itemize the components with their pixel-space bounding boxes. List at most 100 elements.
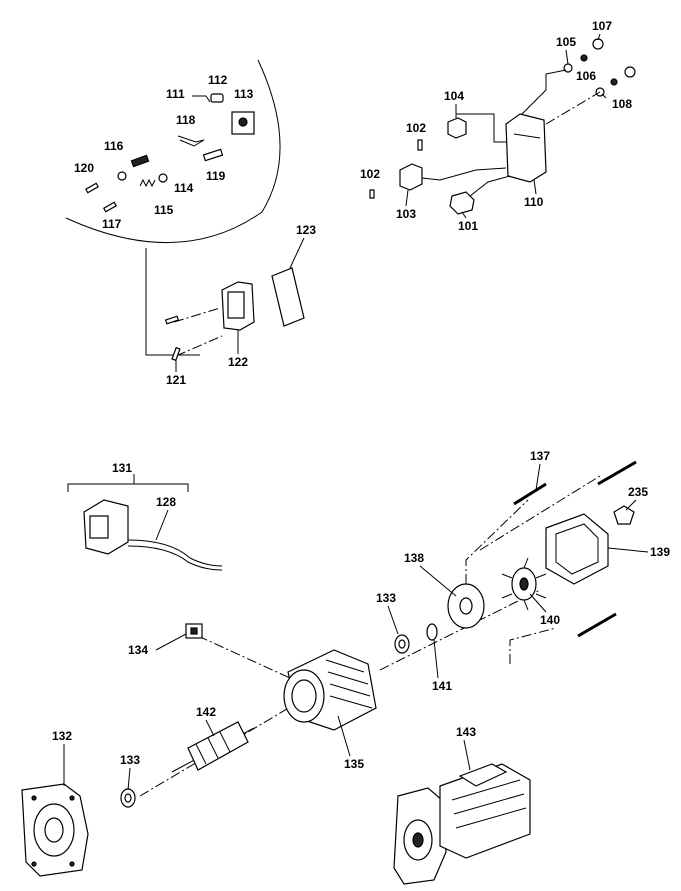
gland-leader-upper: [521, 69, 567, 115]
callout-112: 112: [208, 73, 228, 87]
callout-106: 106: [576, 69, 596, 83]
part-235-clip: [613, 505, 635, 525]
part-105-nut: [563, 63, 573, 73]
axis-fan: [379, 589, 541, 671]
part-113-hole: [238, 117, 248, 127]
assembly-axes: [139, 475, 601, 797]
part-133-bearing-right-bore: [398, 639, 406, 649]
callout-133-a: 133: [120, 753, 140, 767]
bracket-131: [67, 483, 189, 492]
part-133-bearing-left-bore: [124, 793, 132, 803]
part-108-gland: [624, 66, 636, 78]
part-119-pin: [202, 148, 224, 162]
part-140-fan: [501, 557, 547, 611]
callout-137: 137: [530, 449, 550, 463]
callout-131: 131: [112, 461, 132, 475]
callout-115: 115: [154, 203, 174, 217]
callout-104: 104: [444, 89, 464, 103]
part-134-hole: [190, 627, 198, 635]
part-111-spring-clip: [192, 95, 211, 103]
part-102-screw-b: [369, 189, 375, 199]
cable-plug-group: [67, 483, 223, 571]
detail-magnifier-group: [65, 59, 281, 356]
switch-box-group: [164, 267, 305, 362]
axis-134: [197, 635, 291, 679]
callout-123: 123: [296, 223, 316, 237]
part-117-screw: [102, 201, 118, 213]
callout-142: 142: [196, 705, 216, 719]
axis-rotor: [139, 705, 293, 797]
switch-small-parts: [84, 93, 255, 213]
axis-tierod-2: [479, 475, 601, 551]
part-128-cable: [127, 539, 223, 567]
part-110-terminal-box: [505, 113, 547, 183]
callout-138: 138: [404, 551, 424, 565]
callout-118: 118: [176, 113, 196, 127]
part-120-screw: [84, 182, 100, 194]
callout-102-a: 102: [406, 121, 426, 135]
part-104-block: [447, 117, 467, 139]
callout-119: 119: [206, 169, 226, 183]
axis-tierod-1: [465, 499, 529, 584]
part-137-tie-rods: [513, 460, 637, 638]
callout-122: 122: [228, 355, 248, 369]
part-110-detail: [513, 133, 541, 139]
part-115-spring: [139, 178, 156, 188]
part-103-terminal: [399, 163, 423, 191]
part-102-screw-a: [417, 139, 423, 151]
callout-102-b: 102: [360, 167, 380, 181]
detail-circle-outline: [65, 59, 281, 244]
part-141-washer: [426, 623, 438, 641]
part-128-cable-b: [127, 545, 223, 571]
callout-120: 120: [74, 161, 94, 175]
part-106-washer: [580, 54, 588, 62]
callout-117: 117: [102, 217, 122, 231]
screw-axis-lower: [175, 335, 223, 357]
callout-108: 108: [612, 97, 632, 111]
callout-134: 134: [128, 643, 148, 657]
callout-139: 139: [650, 545, 670, 559]
callout-labels: 107 105 106 108 104 102 102 103 101 110 …: [52, 19, 670, 771]
callout-143: 143: [456, 725, 476, 739]
callout-141: 141: [432, 679, 452, 693]
callout-116: 116: [104, 139, 124, 153]
wiring-leader-c: [469, 175, 511, 197]
wiring-leader-a: [456, 113, 506, 143]
terminal-box-group: [369, 38, 636, 215]
part-142-rotor: [171, 721, 255, 773]
callout-121: 121: [166, 373, 186, 387]
detail-leader-line: [145, 248, 200, 356]
part-132-end-shield: [21, 783, 89, 877]
callout-leaders: [63, 33, 649, 791]
callout-128: 128: [156, 495, 176, 509]
callout-110: 110: [524, 195, 544, 209]
part-108-washer: [610, 78, 618, 86]
callout-132: 132: [52, 729, 72, 743]
callout-103: 103: [396, 207, 416, 221]
part-121-screw-lower: [171, 346, 181, 362]
callout-133-b: 133: [376, 591, 396, 605]
callout-113: 113: [234, 87, 254, 101]
callout-101: 101: [458, 219, 478, 233]
part-138-fan-plate: [447, 583, 485, 629]
part-122-window: [227, 291, 245, 319]
callout-105: 105: [556, 35, 576, 49]
callout-107: 107: [592, 19, 612, 33]
screw-axis-upper: [173, 307, 221, 323]
part-101-capacitor: [449, 191, 475, 215]
gland-axis-lower: [545, 91, 601, 125]
part-114-nut: [158, 173, 168, 183]
part-116-spring: [130, 154, 150, 168]
callout-140: 140: [540, 613, 560, 627]
part-123-gasket: [271, 267, 305, 327]
callout-235: 235: [628, 485, 648, 499]
part-118-lever: [177, 135, 205, 147]
callout-135: 135: [344, 757, 364, 771]
callout-114: 114: [174, 181, 194, 195]
part-116-nut: [117, 171, 127, 181]
part-128-face: [89, 515, 109, 539]
part-121-screw-upper: [164, 315, 180, 325]
wiring-leader-b: [421, 167, 507, 181]
axis-tierod-3: [509, 627, 557, 664]
